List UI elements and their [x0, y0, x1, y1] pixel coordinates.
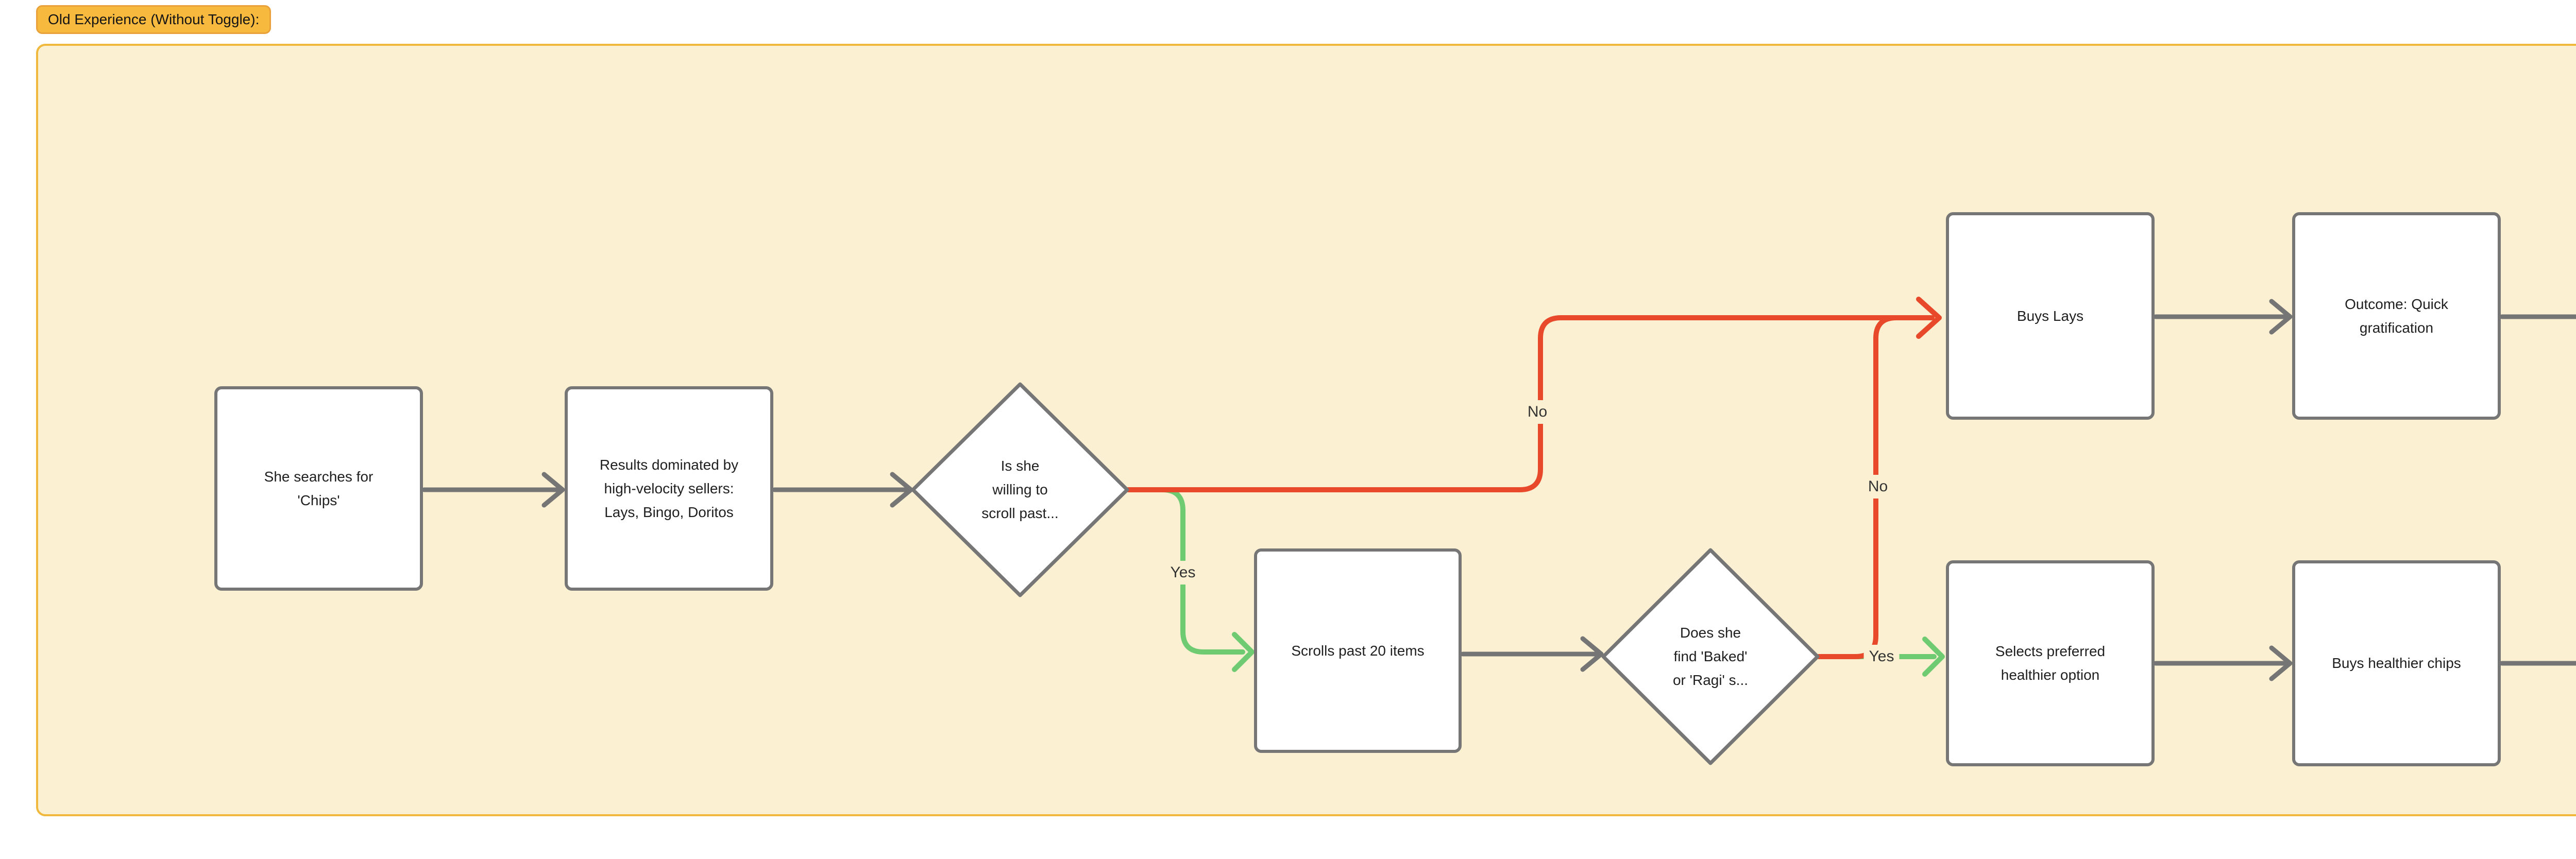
- node-results-dominated: Results dominated by high-velocity selle…: [565, 386, 773, 591]
- node-buys-lays: Buys Lays: [1946, 212, 2155, 420]
- node-she-searches: She searches for 'Chips': [214, 386, 423, 591]
- decision-findbaked-shape: [1601, 548, 1820, 765]
- node-scrolls-past: Scrolls past 20 items: [1254, 548, 1462, 753]
- node-selects-healthier: Selects preferred healthier option: [1946, 560, 2155, 766]
- diagram-title: Old Experience (Without Toggle):: [48, 11, 260, 27]
- arrowhead-search-to-results: [541, 472, 565, 508]
- edge-label-no-1: No: [1522, 400, 1553, 424]
- edge-label-yes-2: Yes: [1863, 645, 1900, 668]
- edge-label-no-2: No: [1862, 475, 1893, 499]
- arrowhead-scrolls-to-findbaked: [1580, 636, 1604, 672]
- arrowhead-results-to-willing: [890, 472, 913, 508]
- node-buys-healthier: Buys healthier chips: [2292, 560, 2501, 766]
- arrowhead-selects-to-buyshealthier: [2269, 645, 2293, 681]
- arrowhead-no-to-buyslays: [1916, 297, 1942, 339]
- arrowhead-yes-findbaked-to-selects: [1922, 637, 1945, 677]
- arrowhead-yes-willing-to-scrolls: [1232, 632, 1255, 672]
- diagram-title-badge: Old Experience (Without Toggle):: [36, 5, 272, 34]
- decision-findbaked-label: Does she find 'Baked' or 'Ragi' s...: [1672, 625, 1749, 688]
- decision-willing-label: Is she willing to scroll past...: [981, 458, 1059, 521]
- node-outcome-quick-gratification: Outcome: Quick gratification: [2292, 212, 2501, 420]
- edge-label-yes-1: Yes: [1165, 561, 1201, 585]
- arrowhead-buyslays-to-quick: [2269, 299, 2293, 335]
- decision-willing-shape: [911, 382, 1129, 597]
